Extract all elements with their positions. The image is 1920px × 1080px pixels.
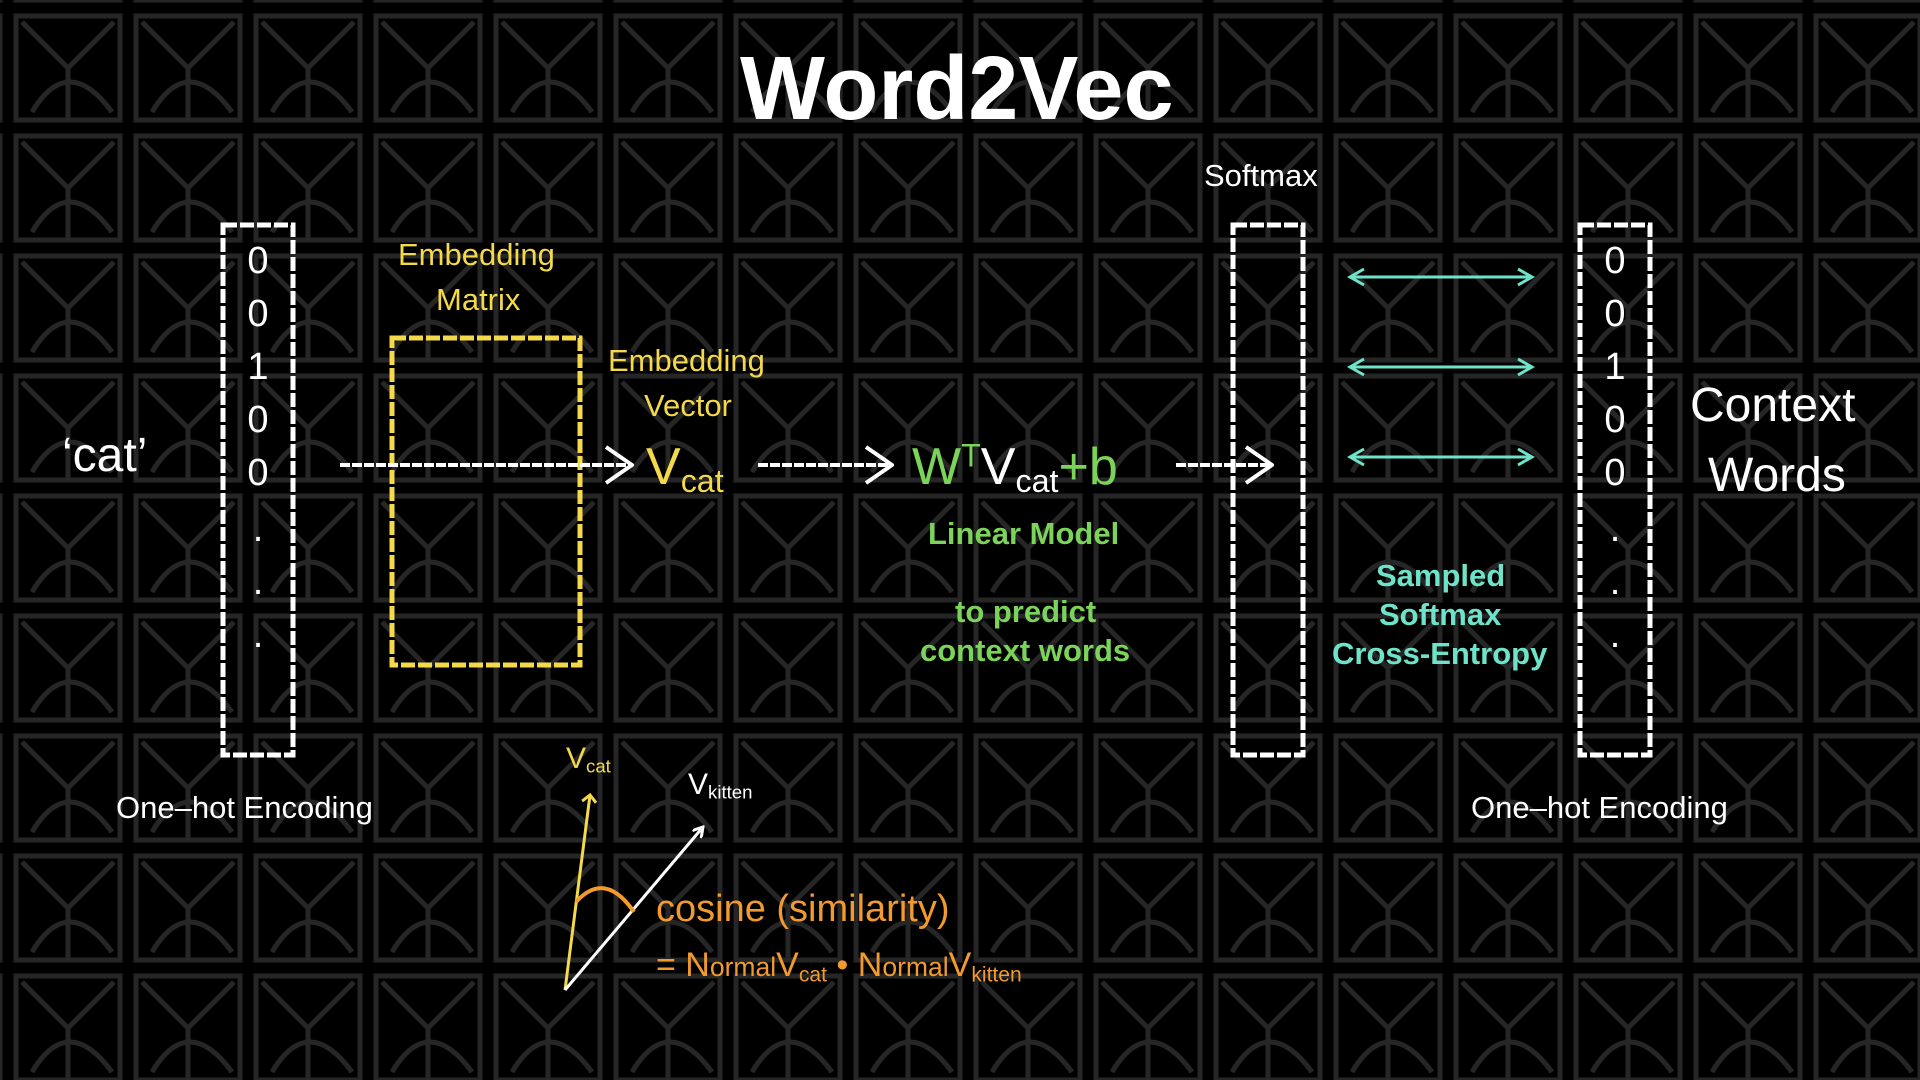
input-ellipsis-dot: . — [252, 614, 264, 656]
context-words-line1: Context — [1690, 379, 1856, 432]
angle-arc — [574, 886, 636, 914]
embedding-matrix-label-line1: Embedding — [398, 237, 555, 272]
embedding-vector-label-line2: Vector — [644, 388, 732, 423]
vcat-label: Vcat — [566, 742, 611, 777]
input-digit: 0 — [247, 293, 269, 335]
input-digit: 0 — [247, 399, 269, 441]
input-digit: 0 — [247, 452, 269, 494]
output-digit: 0 — [1604, 240, 1626, 282]
output-vector-box — [1577, 222, 1653, 758]
output-ellipsis-dot: . — [1609, 508, 1621, 550]
cosine-label: cosine (similarity) — [656, 888, 950, 930]
linear-model-desc-line1: to predict — [955, 594, 1097, 629]
vkitten-label: Vkitten — [688, 768, 753, 803]
output-digit: 0 — [1604, 452, 1626, 494]
linear-model-desc-line2: context words — [920, 633, 1131, 668]
sampled-softmax-line2: Softmax — [1379, 597, 1502, 632]
embedding-vector-symbol: Vcat — [646, 438, 724, 500]
page-title: Word2Vec — [740, 39, 1174, 139]
sampled-softmax-line1: Sampled — [1376, 558, 1506, 593]
embedding-vector-label-line1: Embedding — [608, 343, 765, 378]
output-digit: 0 — [1604, 399, 1626, 441]
vcat-vector-line — [563, 795, 590, 991]
softmax-box — [1230, 222, 1306, 758]
sampled-softmax-line3: Cross-Entropy — [1332, 636, 1548, 671]
input-ellipsis-dot: . — [252, 561, 264, 603]
input-digit: 0 — [247, 240, 269, 282]
input-encoding-label: One–hot Encoding — [116, 790, 373, 825]
output-digit: 0 — [1604, 293, 1626, 335]
embedding-matrix-box — [389, 335, 583, 668]
input-digit: 1 — [247, 346, 269, 388]
linear-model-label: Linear Model — [928, 516, 1120, 551]
output-encoding-label: One–hot Encoding — [1471, 790, 1728, 825]
output-digit: 1 — [1604, 346, 1626, 388]
softmax-label: Softmax — [1204, 158, 1318, 193]
cosine-equation: = NormalVcat • NormalVkitten — [656, 946, 1022, 987]
input-word: ‘cat’ — [62, 429, 148, 482]
context-words-line2: Words — [1708, 449, 1846, 502]
embedding-matrix-label-line2: Matrix — [436, 282, 521, 317]
linear-model-formula: WTVcat+b — [912, 437, 1118, 500]
output-ellipsis-dot: . — [1609, 614, 1621, 656]
input-ellipsis-dot: . — [252, 508, 264, 550]
vkitten-vector-line — [563, 827, 703, 991]
output-ellipsis-dot: . — [1609, 561, 1621, 603]
input-vector-box — [220, 222, 296, 758]
